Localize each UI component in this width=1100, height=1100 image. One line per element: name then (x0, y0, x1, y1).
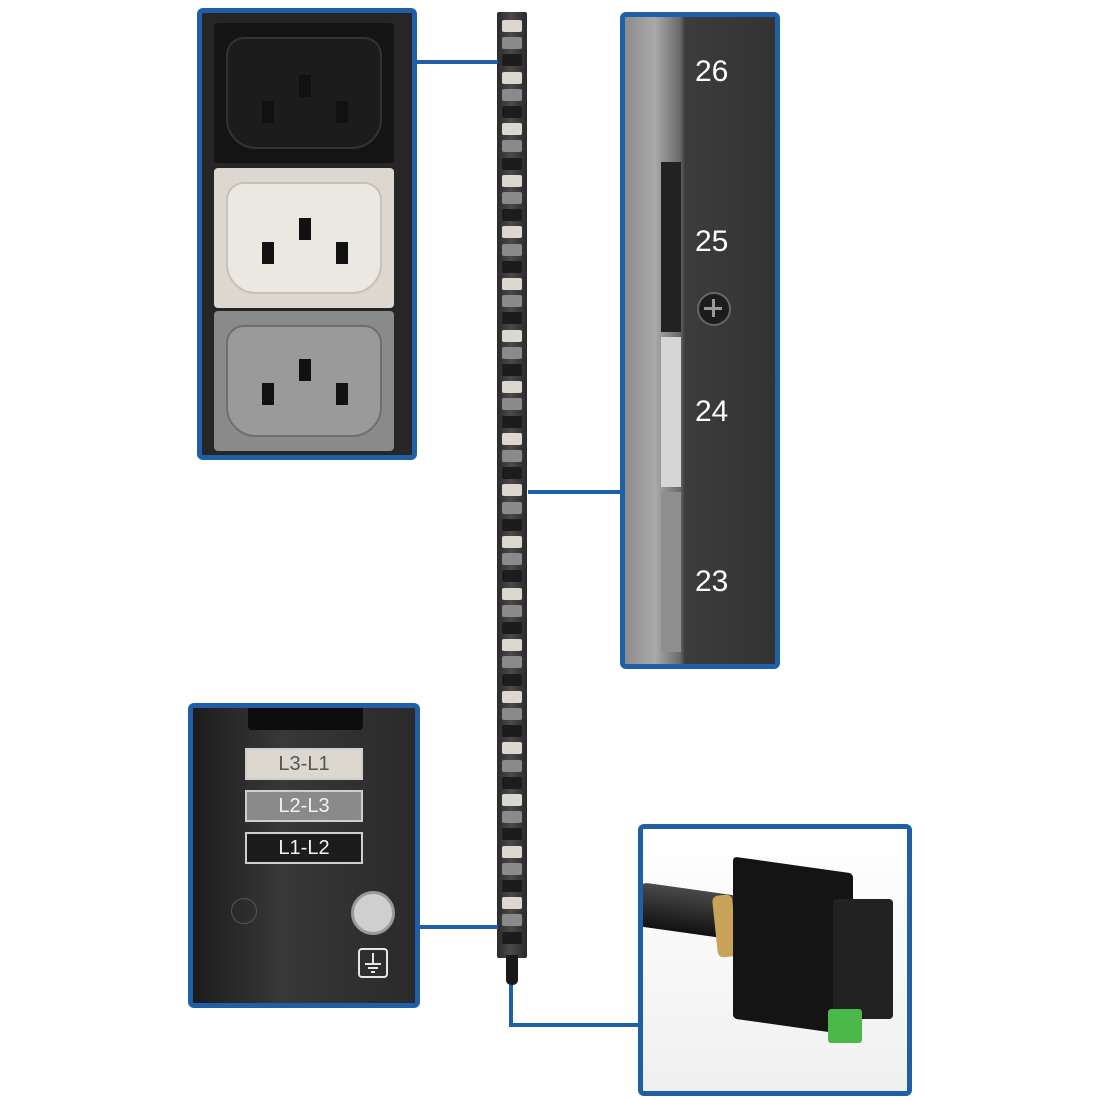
pdu-outlet (502, 862, 522, 875)
pdu-outlet (502, 71, 522, 84)
pdu-outlet (502, 415, 522, 428)
pdu-outlet (502, 278, 522, 290)
outlet-black (214, 23, 394, 163)
pdu-outlet (502, 398, 522, 411)
pdu-outlet (502, 123, 522, 136)
outlet-pin (299, 218, 311, 240)
side-tab-gray (661, 492, 681, 652)
pdu-outlet (502, 794, 522, 806)
connector-top-left (412, 60, 498, 64)
pdu-outlet (502, 536, 522, 548)
side-tab-dark (661, 162, 681, 332)
pdu-outlet (502, 192, 522, 204)
pdu-outlet (502, 260, 522, 273)
pdu-outlet (502, 295, 522, 308)
outlet-number-24: 24 (695, 395, 729, 428)
pdu-outlet (502, 37, 522, 50)
zoom-input-plug-panel (638, 824, 912, 1096)
outlet-number-26: 26 (695, 55, 729, 88)
outlet-bottom-edge (248, 708, 363, 730)
mounting-hole (231, 898, 257, 924)
pdu-outlet (502, 656, 522, 669)
pdu-outlet (502, 106, 522, 118)
phase-label-l2-l3: L2-L3 (245, 790, 363, 822)
outlet-number-23: 23 (695, 565, 729, 598)
outlet-pin (336, 242, 348, 264)
outlet-gray-face (226, 325, 382, 437)
outlet-pin (299, 75, 311, 97)
pdu-outlet (502, 622, 522, 634)
pdu-outlet (502, 845, 522, 858)
pdu-outlet (502, 329, 522, 342)
screw-icon (697, 292, 731, 326)
connector-right (528, 490, 623, 494)
outlet-number-25: 25 (695, 225, 729, 258)
pdu-outlet (502, 312, 522, 325)
pdu-power-cord (506, 955, 518, 985)
pdu-outlet (502, 20, 522, 32)
pdu-outlet (502, 243, 522, 256)
outlet-pin (262, 242, 274, 264)
outlet-gray (214, 311, 394, 451)
pdu-outlet (502, 364, 522, 376)
pdu-outlet (502, 54, 522, 67)
pdu-outlet (502, 880, 522, 892)
pdu-outlet (502, 209, 522, 222)
pdu-outlet (502, 570, 522, 583)
outlet-pin (336, 383, 348, 405)
plug-socket-block (833, 899, 893, 1019)
pdu-outlet (502, 140, 522, 153)
pdu-outlet (502, 811, 522, 824)
pdu-outlet (502, 690, 522, 703)
pdu-outlet (502, 828, 522, 841)
phase-label-l1-l2: L1-L2 (245, 832, 363, 864)
pdu-outlet (502, 553, 522, 566)
pdu-outlet (502, 587, 522, 600)
outlet-white (214, 168, 394, 308)
pdu-outlet (502, 708, 522, 720)
ground-icon (358, 948, 388, 978)
zoom-phase-labels-panel: L3-L1 L2-L3 L1-L2 (188, 703, 420, 1008)
pdu-outlet (502, 450, 522, 462)
pdu-outlet (502, 226, 522, 239)
pdu-outlet (502, 88, 522, 101)
pdu-outlet (502, 501, 522, 514)
pdu-outlet (502, 742, 522, 755)
screw-icon (351, 891, 395, 935)
outlet-pin (262, 101, 274, 123)
pdu-outlet (502, 639, 522, 652)
pdu-outlet (502, 346, 522, 359)
plug-green-terminal (828, 1009, 862, 1043)
pdu-outlet (502, 381, 522, 394)
connector-bottom-left (418, 925, 498, 929)
pdu-outlet (502, 673, 522, 686)
outlet-pin (262, 383, 274, 405)
zoom-numbers-panel: 26 25 24 23 (620, 12, 780, 669)
pdu-outlet (502, 467, 522, 480)
pdu-outlet (502, 914, 522, 927)
pdu-outlet (502, 725, 522, 738)
connector-bottom-right-v (509, 985, 513, 1027)
side-tab-light (661, 337, 681, 487)
pdu-outlet (502, 518, 522, 531)
pdu-outlet (502, 604, 522, 617)
outlet-pin (299, 359, 311, 381)
pdu-outlet (502, 897, 522, 910)
pdu-outlet (502, 931, 522, 944)
pdu-outlet (502, 759, 522, 772)
zoom-outlets-panel (197, 8, 417, 460)
phase-label-l3-l1: L3-L1 (245, 748, 363, 780)
outlet-pin (336, 101, 348, 123)
pdu-outlet (502, 157, 522, 170)
pdu-outlet (502, 776, 522, 789)
pdu-strip (497, 12, 527, 958)
pdu-outlet (502, 432, 522, 445)
pdu-outlet (502, 484, 522, 497)
connector-bottom-right-h (509, 1023, 641, 1027)
pdu-outlet (502, 174, 522, 187)
